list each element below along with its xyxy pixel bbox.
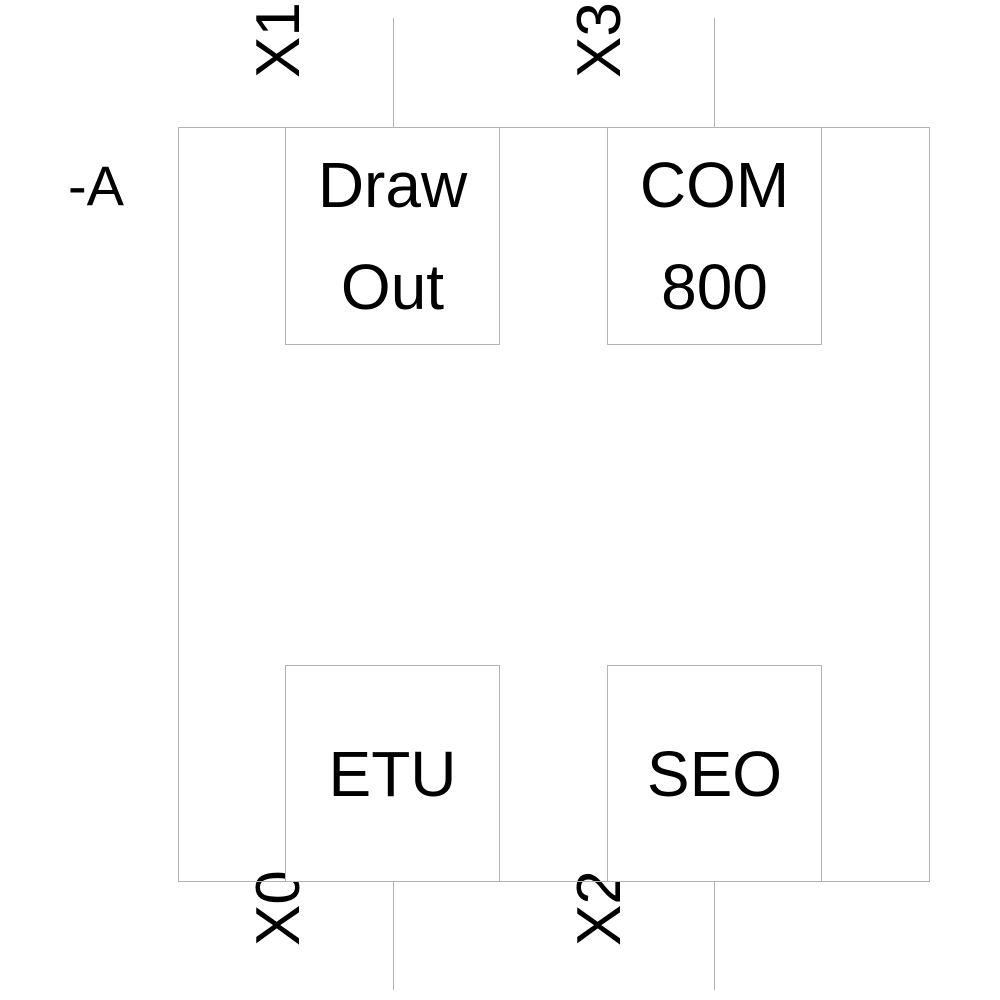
- block-draw-out-line-2: Out: [340, 251, 445, 323]
- connector-line-x0: [393, 882, 394, 990]
- port-label-x1: X1: [244, 2, 313, 78]
- connector-line-x1: [393, 18, 394, 127]
- block-com-800: COM 800: [607, 127, 822, 345]
- assembly-outer-frame: [178, 127, 930, 882]
- connector-line-x3: [714, 18, 715, 127]
- block-etu-label: ETU: [328, 737, 457, 810]
- port-label-x3: X3: [565, 2, 634, 78]
- block-seo: SEO: [607, 665, 822, 882]
- block-seo-label: SEO: [646, 737, 783, 810]
- block-draw-out-line-1: Draw: [317, 149, 468, 221]
- assembly-designation-label: -A: [68, 154, 124, 217]
- block-draw-out: Draw Out: [285, 127, 500, 345]
- block-com-800-line-1: COM: [639, 149, 790, 221]
- block-com-800-line-2: 800: [661, 251, 768, 323]
- block-etu: ETU: [285, 665, 500, 882]
- connector-line-x2: [714, 882, 715, 990]
